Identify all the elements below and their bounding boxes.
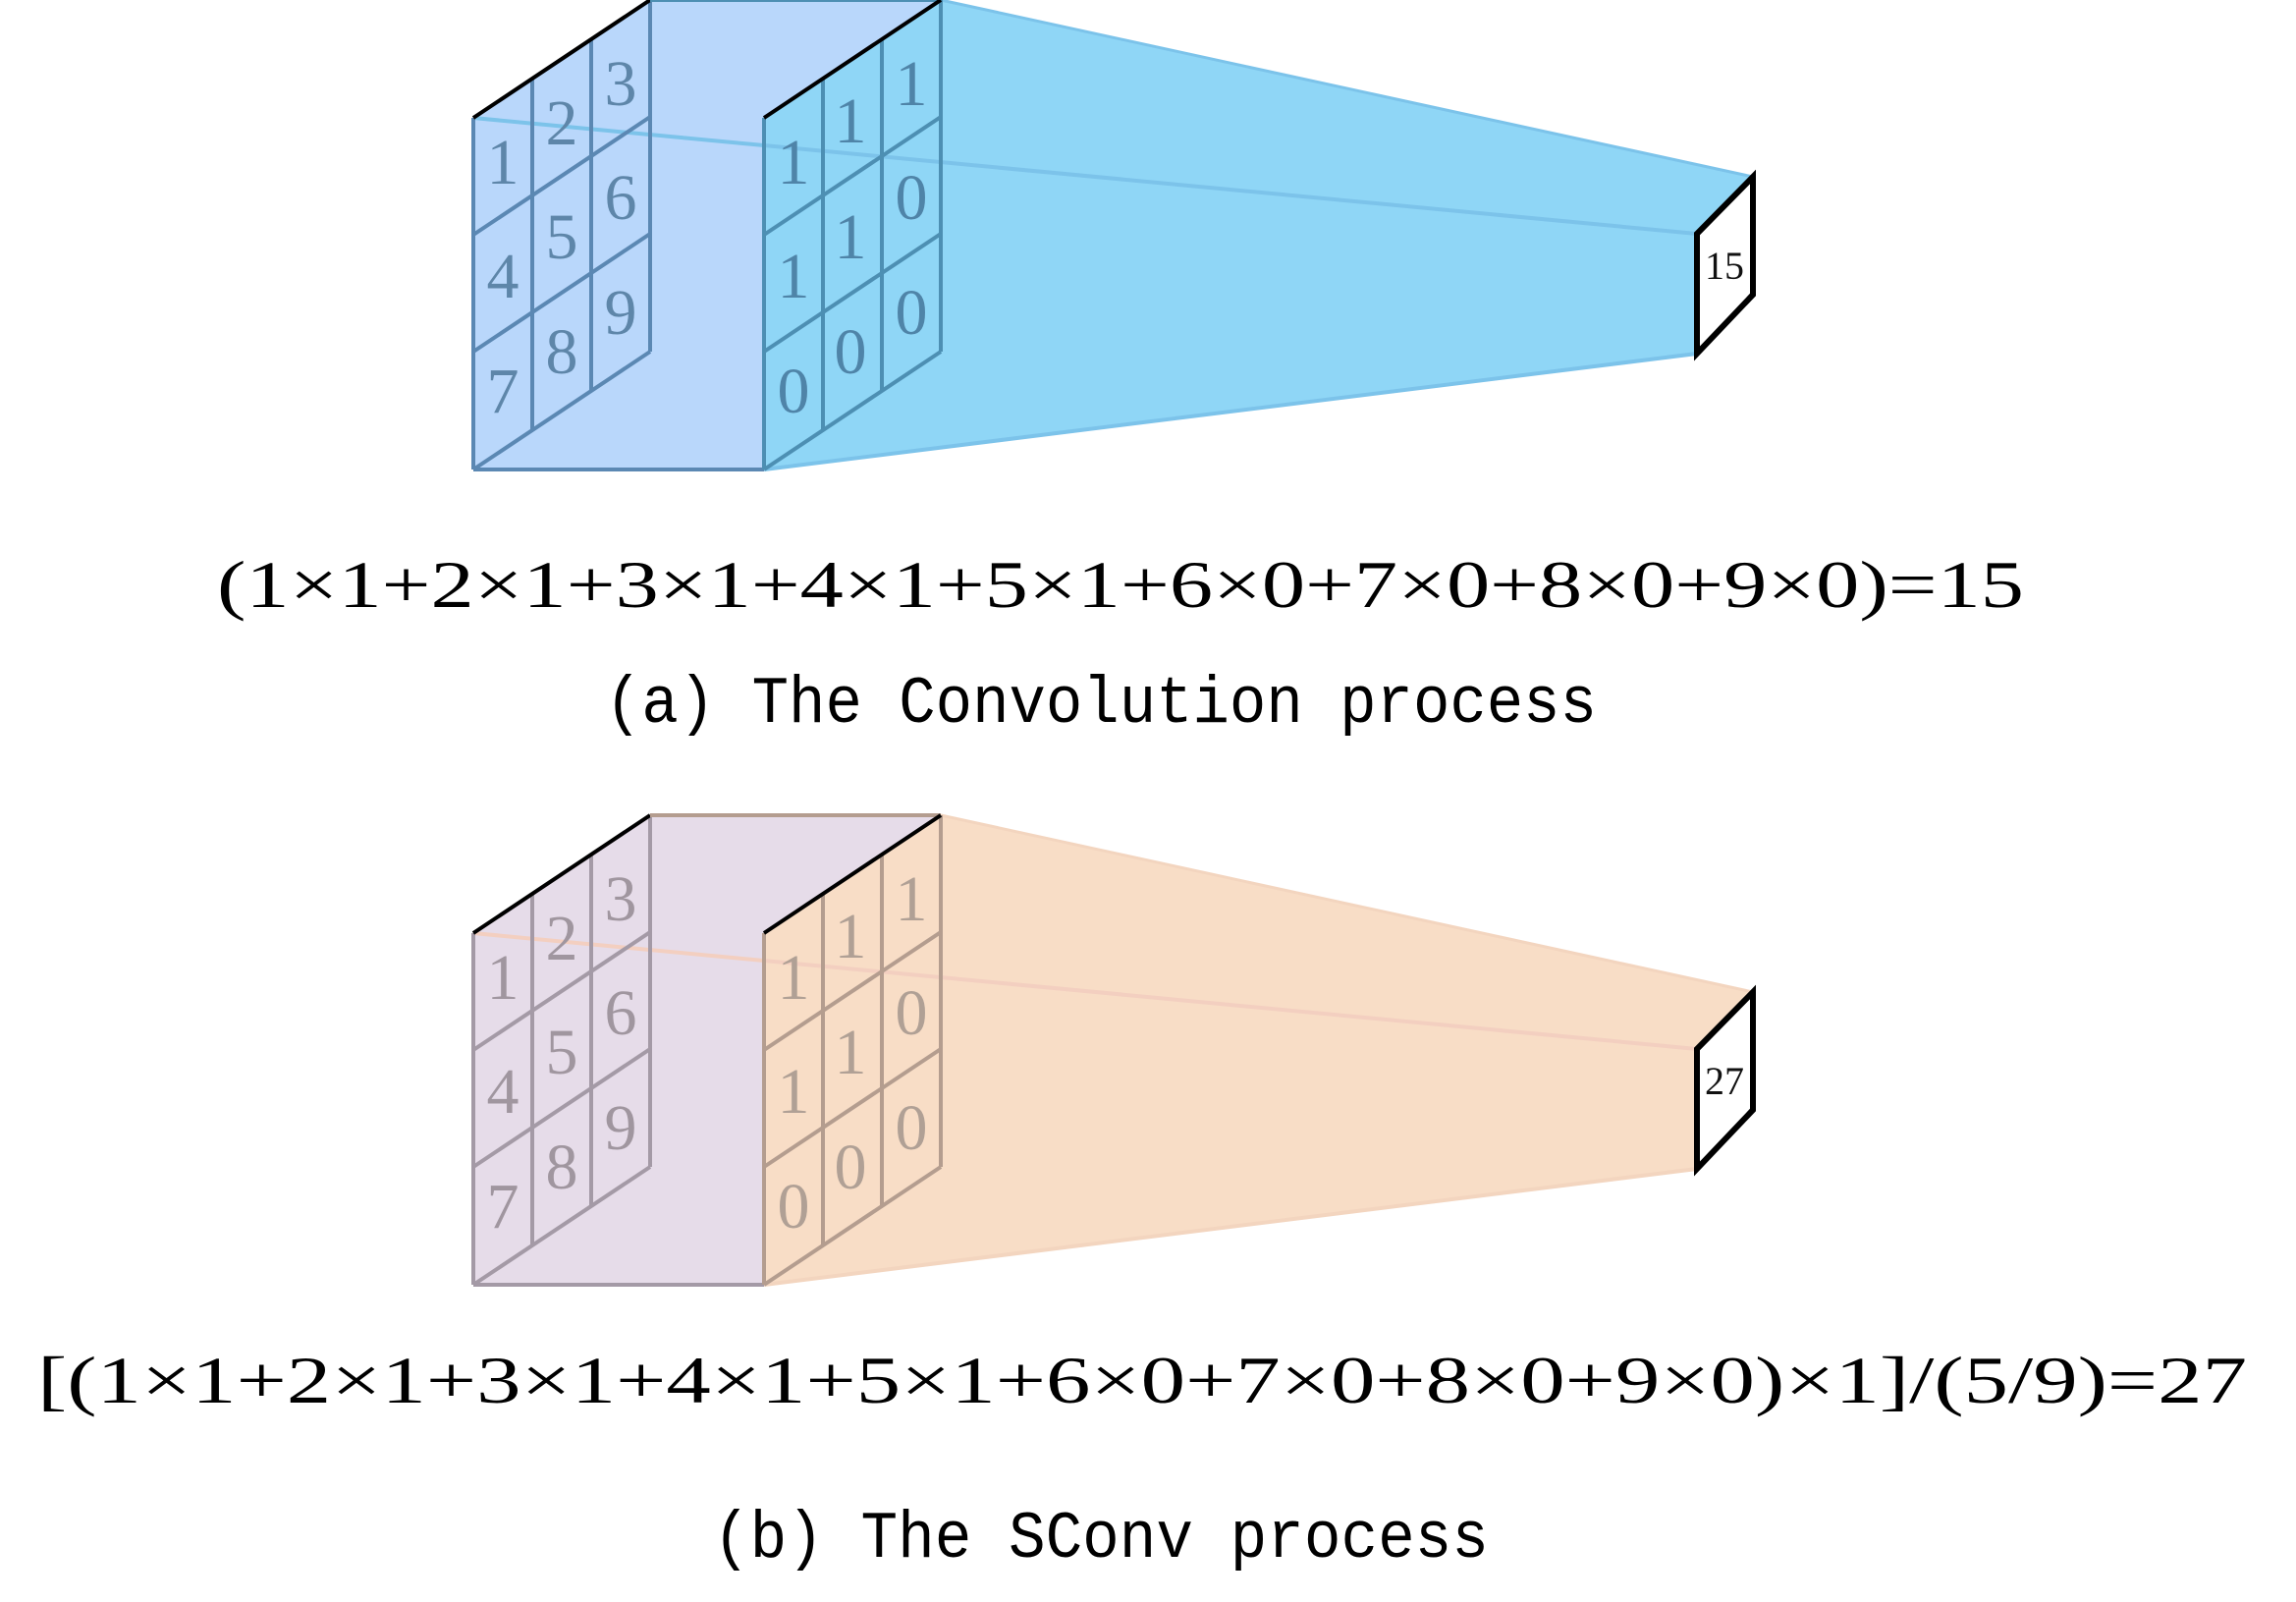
input-cell: 7: [487, 1171, 519, 1243]
kernel-cell: 0: [778, 356, 810, 427]
input-grid: [471, 0, 764, 471]
kernel-cell: 1: [896, 863, 928, 935]
input-cell: 7: [487, 356, 519, 427]
kernel-cell: 1: [835, 85, 867, 157]
input-grid-top-edge: [471, 0, 652, 120]
kernel-grid-top-edge: [762, 813, 943, 935]
input-grid-top-edge: [471, 813, 652, 935]
input-grid: [471, 815, 764, 1287]
kernel-cell: 1: [778, 241, 810, 312]
beam-edge-line: [763, 352, 1698, 471]
input-cell: 8: [546, 316, 578, 388]
kernel-cell: 1: [835, 901, 867, 972]
kernel-matrix-values: 1 1 1 1 1 0 0 0 0: [778, 863, 928, 1243]
input-cell: 3: [605, 863, 637, 935]
input-cell: 6: [605, 162, 637, 234]
formula-b: [(1×1+2×1+3×1+4×1+5×1+6×0+7×0+8×0+9×0)×1…: [37, 1343, 2247, 1417]
kernel-grid: [650, 0, 943, 471]
kernel-cell: 0: [896, 162, 928, 234]
beam-edge-line: [472, 116, 1698, 236]
beam-edge-line: [472, 931, 1698, 1051]
kernel-cell: 0: [835, 316, 867, 388]
input-block-front-face: [473, 118, 764, 470]
output-value: 15: [1705, 244, 1744, 288]
input-cell: 4: [487, 241, 519, 312]
input-matrix-values: 1 2 3 4 5 6 7 8 9: [487, 863, 637, 1243]
input-cell: 3: [605, 48, 637, 120]
input-cell: 1: [487, 127, 519, 198]
input-cell: 9: [605, 1092, 637, 1164]
kernel-cell: 1: [835, 201, 867, 273]
kernel-cell: 0: [896, 977, 928, 1049]
caption-b: (b) The SConv process: [713, 1502, 1489, 1577]
input-block-front-face: [473, 933, 764, 1285]
kernel-cell: 0: [896, 277, 928, 349]
input-cell: 8: [546, 1132, 578, 1203]
kernel-grid: [650, 813, 943, 1287]
kernel-grid-top-edge: [762, 0, 943, 120]
input-cell: 9: [605, 277, 637, 349]
input-cell: 1: [487, 942, 519, 1014]
kernel-cell: 1: [778, 1056, 810, 1128]
kernel-cell: 1: [896, 48, 928, 120]
kernel-matrix-values: 1 1 1 1 1 0 0 0 0: [778, 48, 928, 427]
input-cell: 5: [546, 1017, 578, 1088]
kernel-cell: 1: [835, 1017, 867, 1088]
formula-a: (1×1+2×1+3×1+4×1+5×1+6×0+7×0+8×0+9×0)=15: [217, 547, 2024, 622]
output-value: 27: [1705, 1059, 1744, 1103]
kernel-cell: 0: [835, 1132, 867, 1203]
input-cell: 4: [487, 1056, 519, 1128]
beam-edge-line: [940, 0, 1754, 179]
kernel-cell: 0: [896, 1092, 928, 1164]
kernel-cell: 0: [778, 1171, 810, 1243]
panel-a: 1 2 3 4 5 6 7 8 9 1 1 1 1 1 0: [217, 0, 2024, 743]
input-cell: 2: [546, 903, 578, 974]
panel-b: 1 2 3 4 5 6 7 8 9 1 1 1 1 1 0: [37, 813, 2247, 1577]
output-cell: [1694, 169, 1756, 361]
input-matrix-values: 1 2 3 4 5 6 7 8 9: [487, 48, 637, 427]
input-cell: 6: [605, 977, 637, 1049]
beam-edge-line: [940, 813, 1754, 994]
input-cell: 5: [546, 201, 578, 273]
output-cell: [1694, 984, 1756, 1177]
input-cell: 2: [546, 87, 578, 159]
beam-edge-line: [763, 1167, 1698, 1287]
caption-a: (a) The Convolution process: [605, 667, 1597, 743]
projection-beam: [764, 0, 1753, 470]
kernel-cell: 1: [778, 127, 810, 198]
kernel-cell: 1: [778, 942, 810, 1014]
projection-beam: [764, 815, 1753, 1285]
